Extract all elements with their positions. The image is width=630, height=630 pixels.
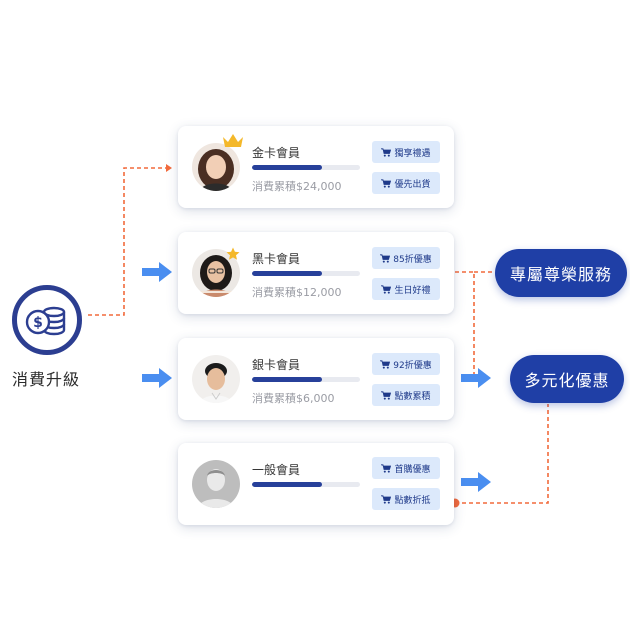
user-silhouette-icon xyxy=(192,460,240,508)
crown-icon xyxy=(223,134,243,147)
benefit-chip: 92折優惠 xyxy=(372,353,440,375)
tier-name: 銀卡會員 xyxy=(252,358,301,372)
tier-name: 黑卡會員 xyxy=(252,252,301,266)
benefit-chip: 點數折抵 xyxy=(372,488,440,510)
avatar xyxy=(192,355,240,403)
benefit-chip: 生日好禮 xyxy=(372,278,440,300)
cart-icon xyxy=(381,494,392,504)
spend-amount: 消費累積$6,000 xyxy=(252,392,335,405)
cart-icon xyxy=(381,284,392,294)
tier-name: 金卡會員 xyxy=(252,146,301,160)
source-label: 消費升級 xyxy=(12,370,81,389)
arrow-right-icon xyxy=(461,472,491,492)
cart-icon xyxy=(380,253,391,263)
benefit-label: 生日好禮 xyxy=(394,285,431,296)
benefit-chip: 獨享禮遇 xyxy=(372,141,440,163)
cart-icon xyxy=(381,147,392,157)
star-icon xyxy=(226,247,240,260)
progress-bar xyxy=(252,271,360,276)
progress-bar xyxy=(252,377,360,382)
benefit-chip: 優先出貨 xyxy=(372,172,440,194)
benefit-chip: 85折優惠 xyxy=(372,247,440,269)
arrow-right-icon xyxy=(142,368,172,388)
svg-text:$: $ xyxy=(33,315,43,331)
avatar xyxy=(192,143,240,191)
progress-bar xyxy=(252,165,360,170)
cart-icon xyxy=(381,390,392,400)
arrow-right-icon xyxy=(142,262,172,282)
tier-card-gold: 金卡會員 消費累積$24,000 獨享禮遇 優先出貨 xyxy=(178,126,454,208)
benefit-label: 85折優惠 xyxy=(393,254,432,265)
tier-card-silver: 銀卡會員 消費累積$6,000 92折優惠 點數累積 xyxy=(178,338,454,420)
cart-icon xyxy=(381,463,392,473)
progress-fill xyxy=(252,482,323,487)
arrow-right-icon xyxy=(461,368,491,388)
tier-name: 一般會員 xyxy=(252,463,301,477)
progress-fill xyxy=(252,271,323,276)
outcome-premium-service: 專屬尊榮服務 xyxy=(495,249,627,297)
benefit-chip: 點數累積 xyxy=(372,384,440,406)
spend-amount: 消費累積$24,000 xyxy=(252,180,342,193)
spend-amount: 消費累積$12,000 xyxy=(252,286,342,299)
progress-bar xyxy=(252,482,360,487)
coins-icon: $ xyxy=(12,285,82,355)
progress-fill xyxy=(252,377,323,382)
progress-fill xyxy=(252,165,323,170)
tier-card-general: 一般會員 首購優惠 點數折抵 xyxy=(178,443,454,525)
benefit-label: 首購優惠 xyxy=(394,464,431,475)
benefit-label: 點數折抵 xyxy=(394,495,431,506)
cart-icon xyxy=(381,178,392,188)
benefit-label: 獨享禮遇 xyxy=(394,148,431,159)
benefit-chip: 首購優惠 xyxy=(372,457,440,479)
tier-card-black: 黑卡會員 消費累積$12,000 85折優惠 生日好禮 xyxy=(178,232,454,314)
cart-icon xyxy=(380,359,391,369)
benefit-label: 優先出貨 xyxy=(394,179,431,190)
outcome-diverse-offers: 多元化優惠 xyxy=(510,355,624,403)
benefit-label: 92折優惠 xyxy=(393,360,432,371)
benefit-label: 點數累積 xyxy=(394,391,431,402)
